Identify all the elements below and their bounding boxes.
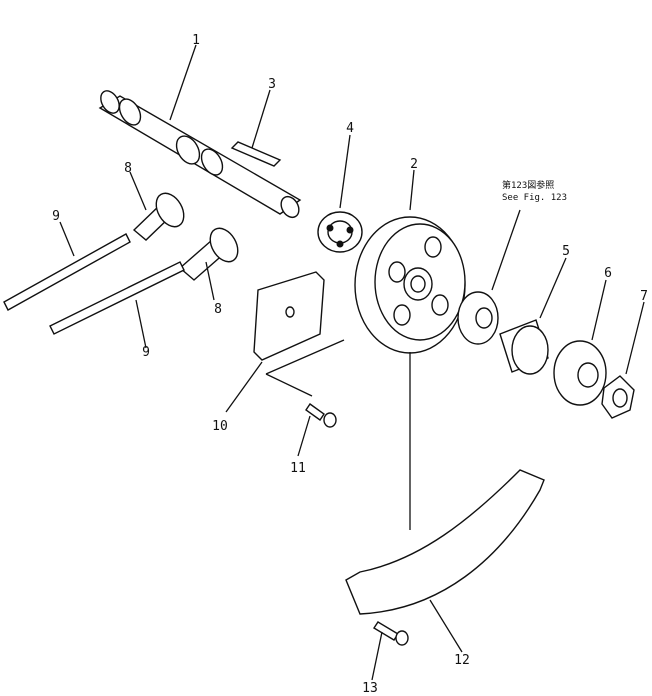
leader-lines (59, 44, 645, 681)
callout-labels: 1 2 3 4 5 6 7 8 8 9 9 10 11 12 13 (52, 33, 648, 696)
callout-9-upper: 9 (52, 209, 60, 224)
part-nut (601, 375, 635, 419)
part-cover (345, 469, 545, 615)
part-bearing (317, 211, 363, 253)
part-tappet-lower (178, 227, 239, 281)
reference-note-jp: 第123図参照 (502, 179, 554, 191)
part-washer (553, 340, 607, 406)
part-bushing (499, 319, 549, 375)
part-camshaft (98, 90, 302, 219)
figure-reference-note: 第123図参照 See Fig. 123 (502, 179, 567, 203)
callout-1: 1 (192, 33, 200, 48)
callout-4: 4 (346, 121, 354, 136)
part-tappet-upper (132, 192, 185, 241)
callout-10: 10 (212, 419, 228, 434)
part-bolt-13 (373, 621, 409, 646)
part-gear (354, 216, 466, 354)
callout-13: 13 (362, 681, 378, 696)
part-bolt-11 (305, 403, 337, 428)
part-key (230, 141, 282, 167)
callout-5: 5 (562, 244, 570, 259)
reference-note-en: See Fig. 123 (502, 193, 567, 203)
part-small-gear (457, 291, 499, 345)
part-bracket (253, 271, 325, 361)
callout-3: 3 (268, 77, 276, 92)
callout-11: 11 (290, 461, 306, 476)
part-pushrod-lower (49, 261, 185, 335)
callout-8-upper: 8 (124, 161, 132, 176)
callout-2: 2 (410, 157, 418, 172)
callout-7: 7 (640, 289, 648, 304)
callout-12: 12 (454, 653, 470, 668)
part-pushrod-upper (3, 233, 131, 311)
callout-6: 6 (604, 266, 612, 281)
callout-9-lower: 9 (142, 345, 150, 360)
callout-8-lower: 8 (214, 302, 222, 317)
